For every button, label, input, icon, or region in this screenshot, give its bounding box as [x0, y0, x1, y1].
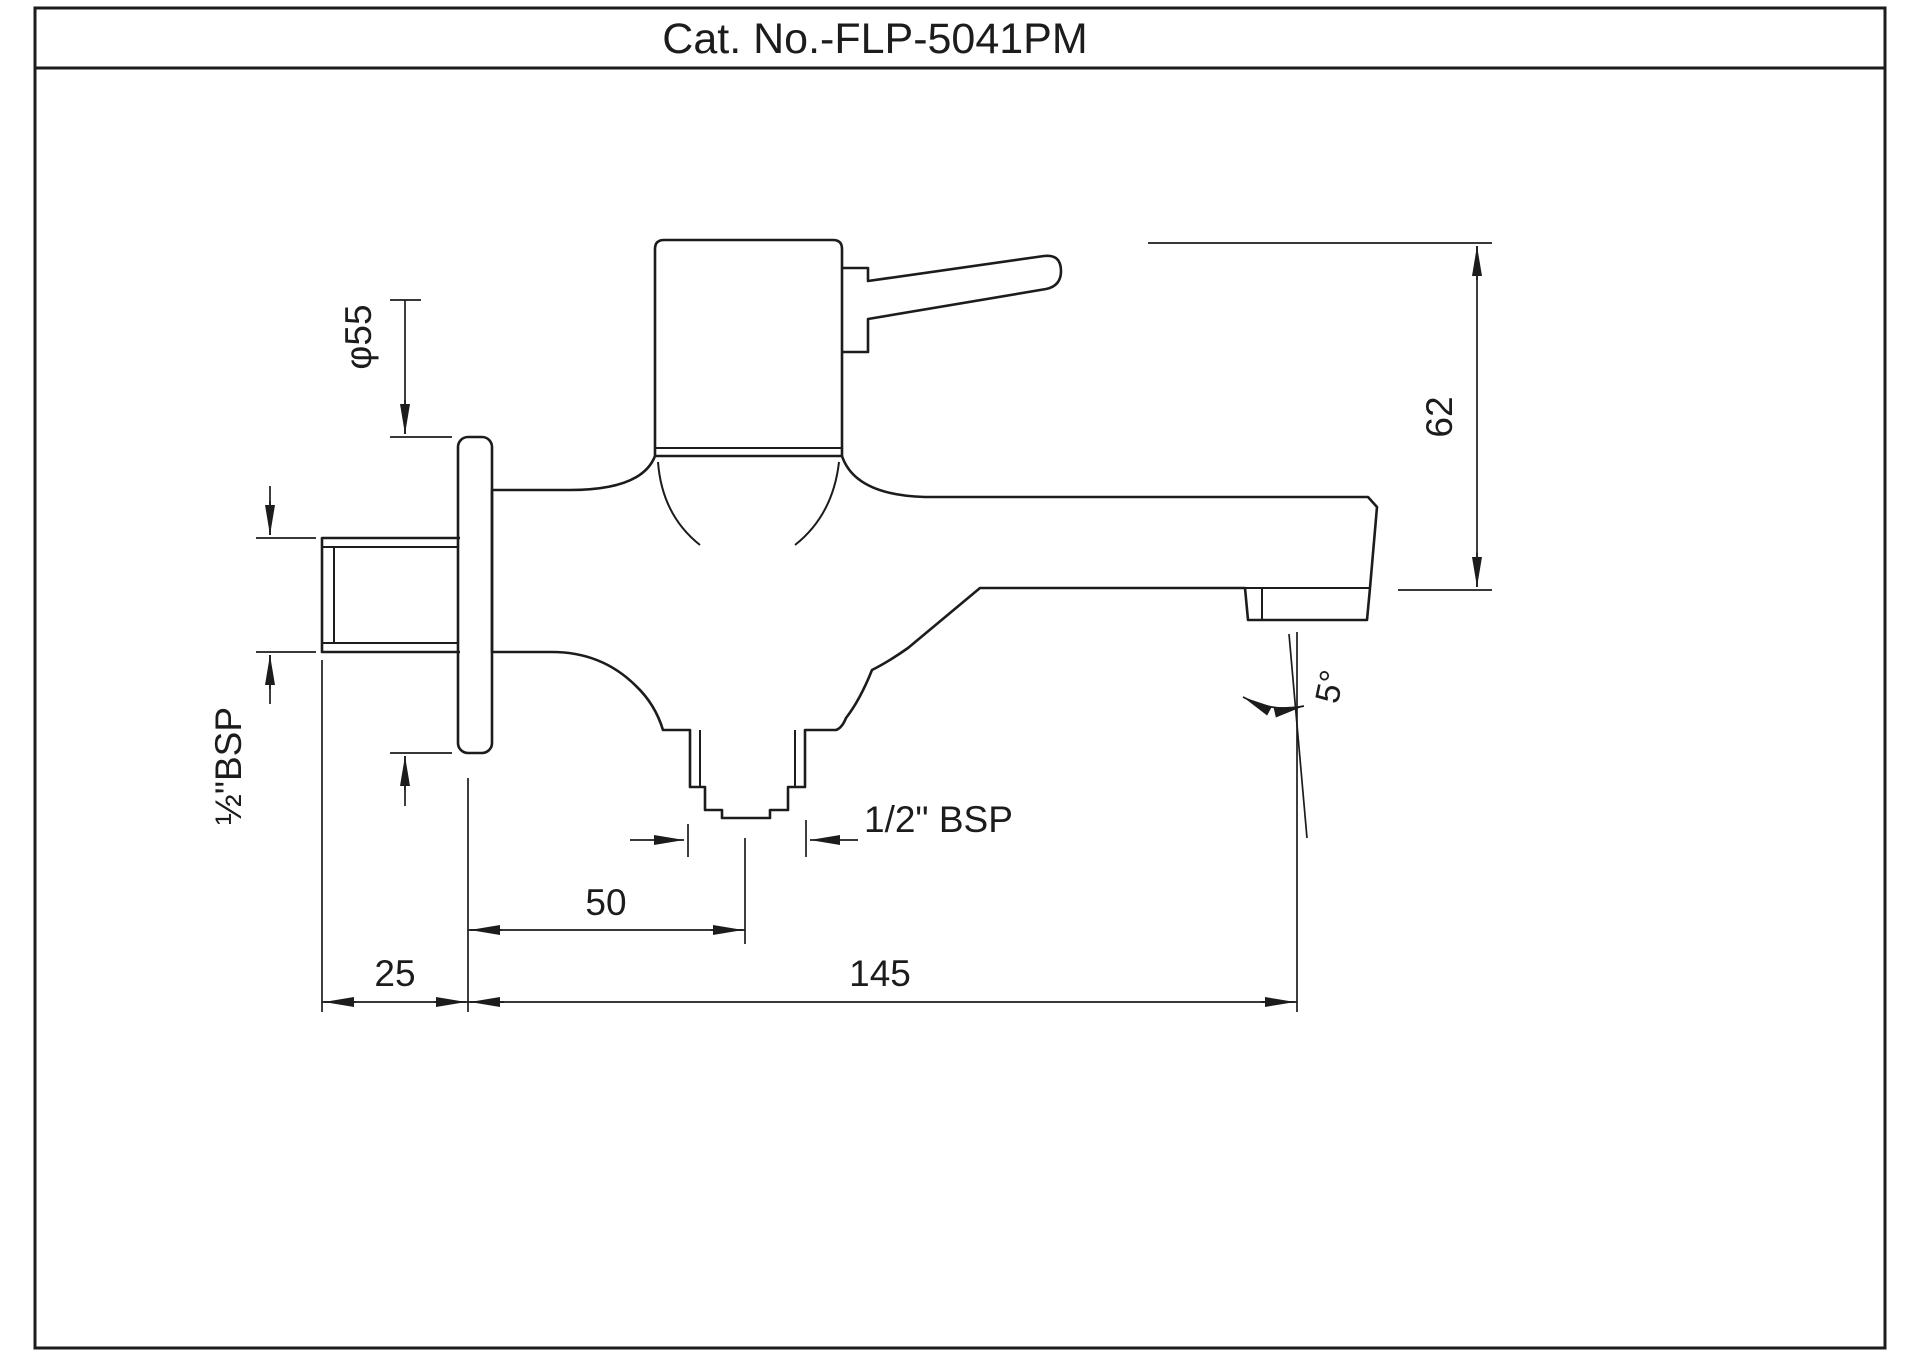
page-title: Cat. No.-FLP-5041PM [662, 15, 1087, 63]
dim-inlet-thread-label: ½"BSP [208, 707, 249, 825]
drawing-frame: Cat. No.-FLP-5041PM [33, 6, 1887, 1350]
dim-flange-diameter: φ55 [338, 299, 452, 806]
main-body [490, 454, 1379, 820]
fillet-left [657, 461, 701, 546]
cartridge-body [653, 238, 844, 456]
dim-wall-depth: 25 [321, 660, 468, 1012]
dim-height-label: 62 [1419, 396, 1460, 437]
dim-flange-diameter-label: φ55 [338, 304, 379, 369]
dim-outlet-offset-label: 50 [585, 882, 626, 923]
border-rect [33, 6, 1887, 1350]
dim-outlet-thread-label: 1/2" BSP [864, 799, 1013, 840]
wall-flange [456, 435, 494, 755]
dim-height: 62 [1148, 242, 1492, 591]
faucet-outline [320, 238, 1379, 820]
dim-total-length-label: 145 [849, 953, 911, 994]
dim-outlet-thread: 1/2" BSP [630, 799, 1013, 857]
dim-inlet-thread: ½"BSP [208, 486, 316, 825]
dim-total-length: 145 [468, 953, 1297, 1007]
dim-wall-depth-label: 25 [374, 953, 415, 994]
fillet-right [794, 461, 840, 546]
dim-outlet-offset: 50 [467, 778, 746, 1012]
handle-lever [842, 254, 1063, 354]
dim-spout-angle: 5° [1242, 632, 1352, 1012]
inlet-thread-outline [320, 536, 460, 654]
dimensions: φ55 ½"BSP 62 5° [208, 242, 1492, 1012]
dim-spout-angle-label: 5° [1308, 667, 1352, 707]
